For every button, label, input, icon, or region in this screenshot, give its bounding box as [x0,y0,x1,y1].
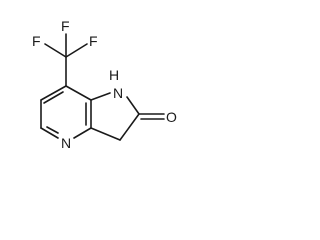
bond-n1-c2 [126,96,140,115]
bond-c-f-left [44,43,67,58]
bond-c-f-right [65,43,88,58]
bond-n4-c3a [73,127,92,139]
bond-c7-c6-inner [43,91,64,104]
bond-c5-n4-inner [46,126,59,134]
bond-c3-c3a [90,127,121,141]
atom-label-f-left: F [32,33,41,49]
bond-c7-c6 [40,85,67,101]
bond-c7a-c7 [65,85,92,101]
atom-label-pyridine-n: N [61,135,71,151]
atom-label-carbonyl-o: O [166,109,177,125]
atom-label-nh-n: N [113,85,123,101]
atom-label-nh-h: H [109,67,119,83]
bond-c7a-n1 [90,92,111,101]
atom-label-f-top: F [61,18,70,34]
structure-diagram: F F F H N N O [32,18,177,151]
bond-c2-c3 [119,113,140,141]
atom-label-f-right: F [89,33,98,49]
bond-c5-n4 [40,127,59,139]
